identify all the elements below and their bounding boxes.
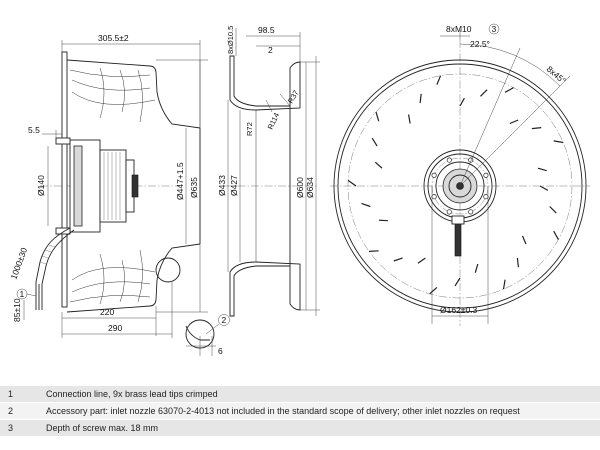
bolt-hole: [483, 194, 489, 200]
callout-1: 1: [20, 289, 25, 299]
bolt-hole: [446, 209, 452, 215]
blade-marks: [347, 75, 564, 295]
dim-thread: 8xM10: [446, 24, 472, 34]
technical-drawing: 305.5±2 5.5 Ø140 1000±30 1 85±10 220 290…: [8, 23, 590, 356]
blade-mark: [393, 257, 403, 262]
dim-pcd: Ø162±0.3: [440, 305, 478, 315]
blade-mark: [369, 250, 379, 252]
note-number: 3: [8, 423, 14, 433]
blade-mark: [374, 161, 383, 169]
connection-cable: [35, 227, 71, 283]
blade-mark: [537, 167, 547, 172]
nozzle-section: 8xØ10.5 98.5 2 R37 R114 R72 Ø433 Ø427 Ø6…: [217, 25, 320, 317]
blade-mark: [454, 277, 461, 287]
blade-mark: [378, 219, 388, 222]
dim-lip: 5.5: [28, 125, 40, 135]
note-text: Connection line, 9x brass lead tips crim…: [46, 389, 218, 399]
blade-mark: [531, 127, 542, 130]
blade-mark: [436, 75, 442, 85]
dim-detail-6: 6: [218, 346, 223, 356]
blade-mark: [516, 257, 519, 268]
shroud-bottom: [66, 243, 201, 313]
back-plate: [61, 51, 68, 308]
note-text: Accessory part: inlet nozzle 63070-2-401…: [46, 406, 520, 416]
dim-r114: R114: [266, 111, 281, 131]
blade-mark: [509, 119, 519, 125]
dim-dia-427: Ø427: [229, 175, 239, 196]
thread-callout-3: 3: [492, 24, 497, 34]
cable-exit: [454, 223, 462, 257]
note-row: 3 Depth of screw max. 18 mm: [0, 420, 600, 437]
blade-mark: [502, 279, 506, 290]
nozzle-top-profile: [229, 55, 301, 111]
dim-width-2: 2: [268, 45, 273, 55]
blade-mark: [474, 263, 479, 273]
note-row: 1 Connection line, 9x brass lead tips cri…: [0, 386, 600, 403]
dim-dia-447: Ø447+1.5: [175, 162, 185, 200]
blade-mark: [417, 257, 426, 264]
detail-zoom-circle: [185, 319, 215, 349]
blade-mark: [408, 114, 411, 124]
blade-mark: [419, 93, 422, 104]
bolt-hole: [446, 157, 452, 163]
side-view: 305.5±2 5.5 Ø140 1000±30 1 85±10 220 290…: [8, 33, 230, 356]
detail-circle: [155, 257, 181, 283]
blade-mark: [347, 179, 357, 187]
blade-mark: [459, 97, 465, 107]
impeller-outer-circle: [333, 59, 587, 313]
front-view: 8xM10 3 22.5° 8x45° Ø162±0.3: [330, 23, 590, 326]
blade-mark: [553, 140, 564, 144]
dim-dia-600: Ø600: [295, 177, 305, 198]
blade-mark: [429, 286, 438, 295]
bolt-hole: [468, 209, 474, 215]
shroud-top: [66, 59, 201, 129]
dim-dia-634: Ø634: [305, 177, 315, 198]
dim-hub-diameter: Ø140: [36, 175, 46, 196]
callout-2: 2: [222, 315, 227, 325]
blade-mark: [375, 111, 380, 122]
blade-mark: [539, 185, 549, 191]
bolt-hole: [431, 172, 437, 178]
bolt-hole: [431, 194, 437, 200]
nozzle-bottom-profile: [229, 261, 301, 317]
dim-cable-length: 1000±30: [8, 246, 29, 281]
dim-dia-433: Ø433: [217, 175, 227, 196]
note-row: 2 Accessory part: inlet nozzle 63070-2-40…: [0, 403, 600, 420]
dim-overall-depth: 305.5±2: [98, 33, 129, 43]
note-text: Depth of screw max. 18 mm: [46, 423, 159, 433]
blade-mark: [553, 230, 559, 240]
blade-mark: [361, 202, 371, 208]
dim-angle-22-5: 22.5°: [470, 39, 490, 49]
dim-cable-end: 85±10: [12, 298, 22, 322]
blade-mark: [549, 206, 557, 214]
dim-width-98: 98.5: [258, 25, 275, 35]
blade-mark: [504, 87, 514, 93]
note-number: 2: [8, 406, 14, 416]
blade-mark: [480, 89, 488, 97]
dim-dia-635: Ø635: [189, 177, 199, 198]
motor-rotor: [99, 149, 127, 223]
hub-bolt-holes: [431, 157, 489, 215]
bolt-hole: [483, 172, 489, 178]
blade-mark: [521, 235, 527, 245]
notes-table: 1 Connection line, 9x brass lead tips cri…: [0, 386, 600, 437]
dim-hole-diameter: 8xØ10.5: [226, 26, 235, 54]
note-number: 1: [8, 389, 14, 399]
nozzle-detail: [185, 325, 210, 341]
dim-depth-290: 290: [108, 323, 122, 333]
dim-depth-220: 220: [100, 307, 114, 317]
blade-mark: [371, 137, 378, 147]
dim-r72: R72: [245, 122, 254, 136]
